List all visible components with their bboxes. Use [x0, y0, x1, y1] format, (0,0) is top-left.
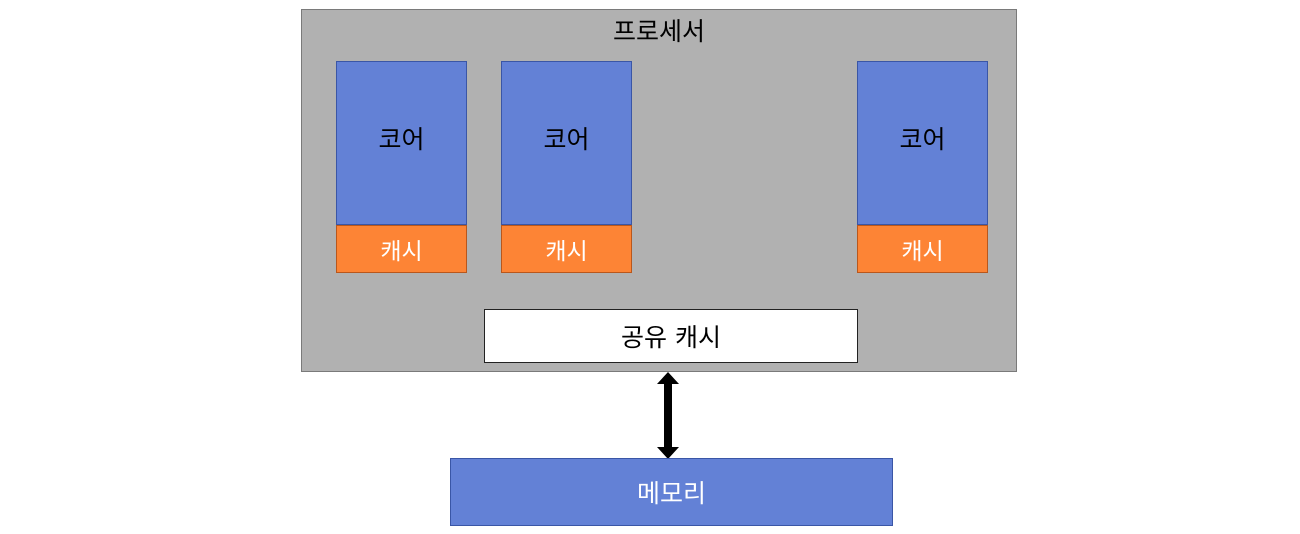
memory-block: 메모리 [450, 458, 893, 526]
core-label: 코어 [378, 125, 425, 154]
core-label: 코어 [543, 125, 590, 154]
processor-label: 프로세서 [612, 17, 705, 46]
core-block: 코어 [857, 61, 988, 225]
processor-box: 프로세서 코어 캐시 코어 캐시 코어 캐시 공유 캐시 [301, 9, 1017, 372]
core-label: 코어 [899, 125, 946, 154]
core-unit-3: 코어 캐시 [857, 61, 988, 273]
private-cache-block: 캐시 [336, 225, 467, 273]
core-unit-1: 코어 캐시 [336, 61, 467, 273]
private-cache-block: 캐시 [501, 225, 632, 273]
core-unit-2: 코어 캐시 [501, 61, 632, 273]
core-block: 코어 [501, 61, 632, 225]
bus-arrow-shape [657, 372, 679, 459]
shared-cache-block: 공유 캐시 [484, 309, 858, 363]
bus-arrow-icon [657, 372, 679, 459]
private-cache-block: 캐시 [857, 225, 988, 273]
core-block: 코어 [336, 61, 467, 225]
